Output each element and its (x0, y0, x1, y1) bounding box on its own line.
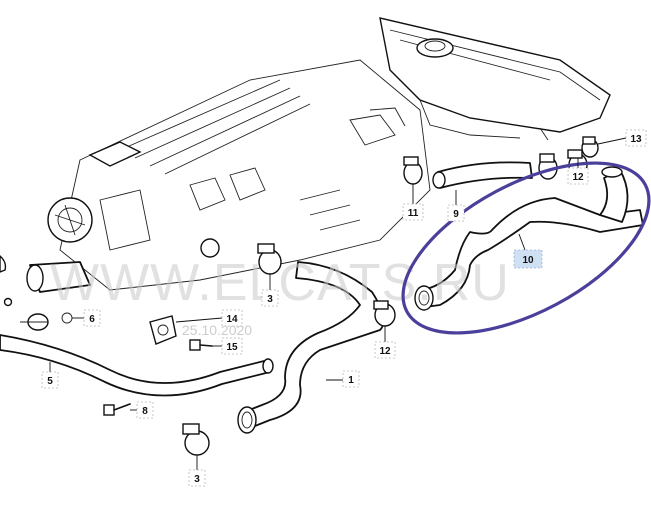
svg-text:3: 3 (194, 474, 200, 485)
bolt-8 (103, 403, 131, 416)
clamp-13 (581, 136, 599, 158)
callout-14[interactable]: 14 (175, 309, 243, 327)
callout-13[interactable]: 13 (597, 129, 647, 147)
svg-text:8: 8 (142, 406, 148, 417)
bolt-15 (189, 339, 213, 351)
svg-text:14: 14 (226, 314, 238, 325)
engine-block (47, 59, 431, 291)
clamp-3-lower (182, 423, 210, 456)
clamp-12-upper (538, 153, 558, 180)
svg-text:3: 3 (267, 294, 273, 305)
callout-3-upper[interactable]: 3 (261, 274, 279, 307)
callout-8[interactable]: 8 (130, 401, 154, 419)
callout-3-lower[interactable]: 3 (188, 455, 206, 487)
left-pipe (0, 255, 274, 397)
clamp-11 (403, 156, 423, 185)
callout-10[interactable]: 10 (513, 233, 543, 269)
clamp-3-upper (257, 243, 282, 275)
callout-9[interactable]: 9 (447, 190, 465, 222)
callout-5[interactable]: 5 (41, 362, 59, 389)
callout-12-left[interactable]: 12 (374, 326, 396, 359)
svg-text:9: 9 (453, 209, 459, 220)
callout-15[interactable]: 15 (212, 337, 243, 355)
svg-text:12: 12 (379, 346, 391, 357)
callout-12-right[interactable]: 12 (567, 158, 589, 185)
sensor-14 (149, 315, 177, 345)
callout-1[interactable]: 1 (326, 370, 360, 388)
hose-10 (414, 166, 644, 311)
watermark-text: WWW.ELCATS.RU (50, 254, 510, 312)
svg-text:12: 12 (572, 172, 584, 183)
svg-text:11: 11 (408, 208, 419, 219)
callout-6[interactable]: 6 (72, 309, 101, 327)
svg-text:10: 10 (522, 255, 534, 266)
hose-9 (432, 161, 533, 189)
svg-text:5: 5 (47, 376, 53, 387)
highlight-ellipse (401, 161, 651, 335)
svg-text:1: 1 (348, 375, 354, 386)
expansion-tank (379, 17, 611, 141)
svg-text:13: 13 (630, 134, 642, 145)
svg-text:6: 6 (89, 314, 95, 325)
callout-11[interactable]: 11 (402, 184, 424, 221)
svg-text:15: 15 (226, 342, 238, 353)
